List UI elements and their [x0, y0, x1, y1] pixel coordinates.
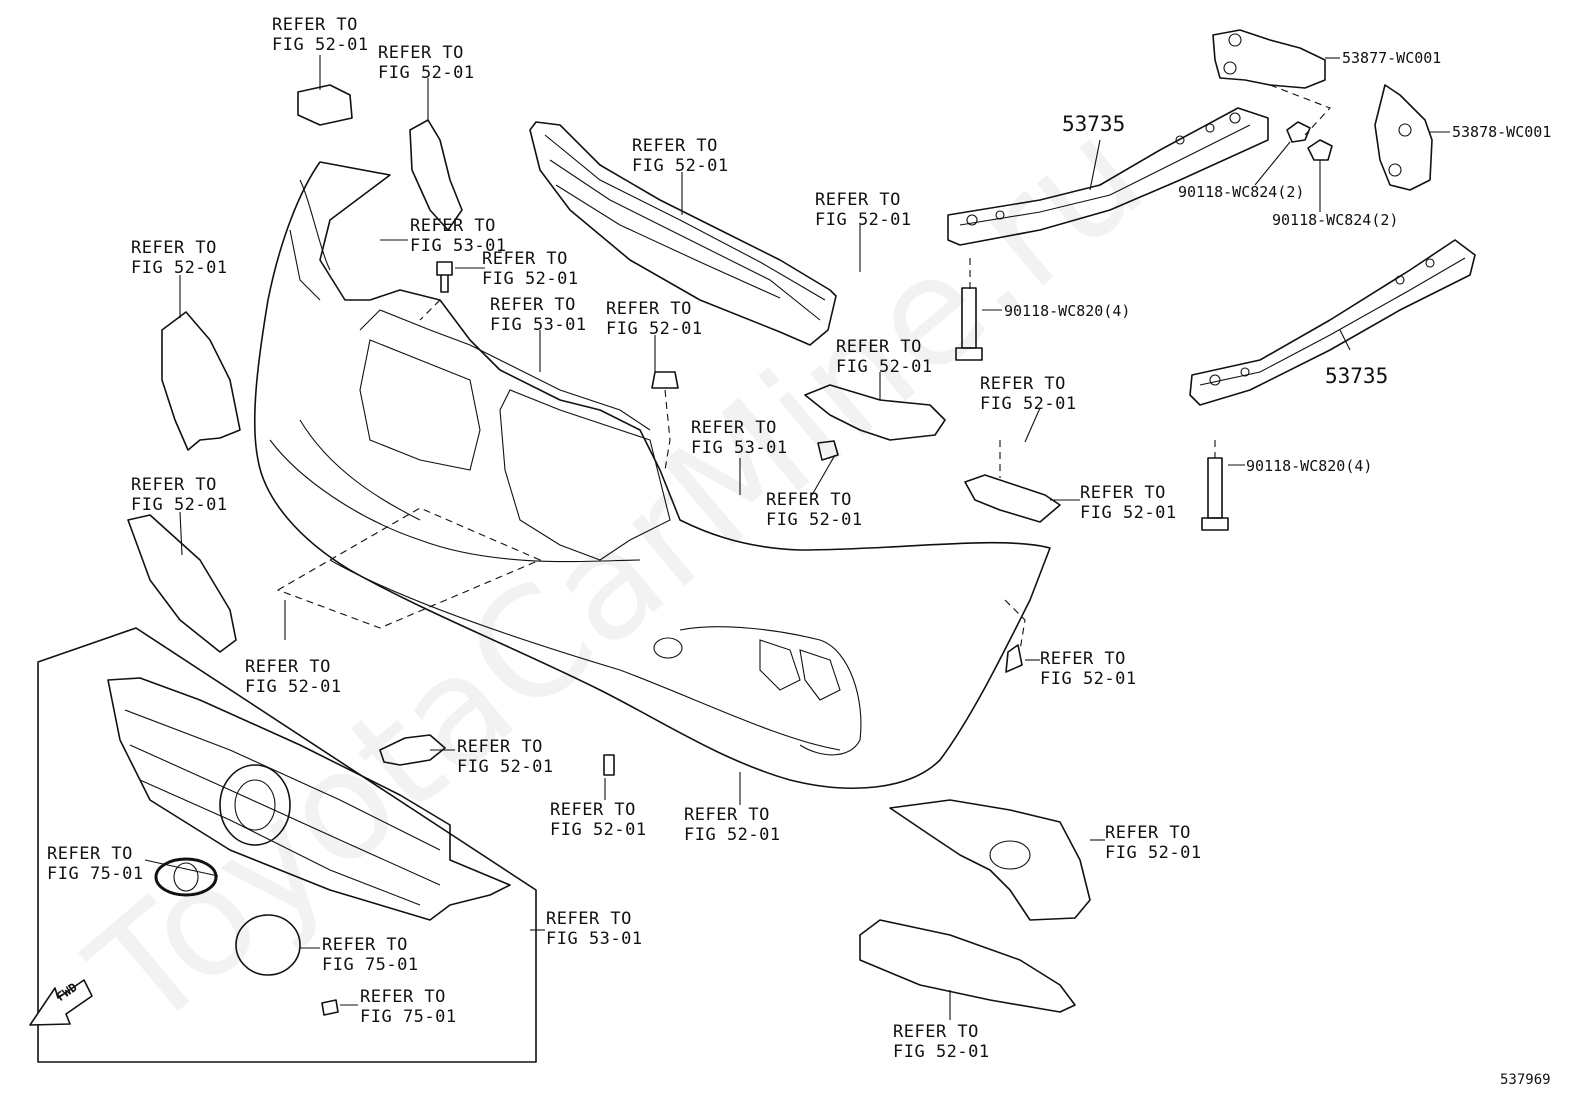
- left-retainer: [161, 311, 241, 451]
- bolt-short-2: [1307, 139, 1333, 161]
- toyota-emblem: [154, 857, 218, 897]
- pn-bracket-left: 53877-WC001: [1342, 49, 1442, 67]
- pn-bolt-a: 90118-WC824(2): [1178, 183, 1305, 201]
- bracket-53878: [1374, 84, 1433, 191]
- bumper-cap: [379, 734, 446, 766]
- bolt-long-lower: [1201, 457, 1229, 531]
- pn-bracket-right: 53878-WC001: [1452, 123, 1552, 141]
- small-screw: [603, 754, 615, 776]
- diagram-id: 537969: [1500, 1072, 1551, 1088]
- pin-clip: [1005, 644, 1023, 673]
- fog-lamp-cover: [889, 799, 1091, 921]
- bracket-53877: [1212, 29, 1326, 89]
- top-clip: [297, 84, 353, 126]
- clip-center: [651, 371, 679, 389]
- radiator-grille: [107, 677, 511, 921]
- front-bumper-cover: [253, 161, 1051, 789]
- right-retainer: [964, 474, 1061, 523]
- pn-bolt-c: 90118-WC820(4): [1004, 302, 1131, 320]
- side-bracket-upper: [409, 119, 463, 231]
- bolt-short-1: [1286, 121, 1311, 143]
- reinforcement-lower: [1189, 239, 1476, 406]
- emblem-screw: [321, 999, 339, 1016]
- pn-support-lower: 53735: [1325, 364, 1389, 388]
- pn-support-upper: 53735: [1062, 112, 1126, 136]
- bolt-long-upper: [955, 287, 983, 361]
- upper-grille: [529, 121, 837, 346]
- lower-grille: [859, 919, 1076, 1013]
- pn-bolt-d: 90118-WC820(4): [1246, 457, 1373, 475]
- bolt-mid: [817, 440, 839, 461]
- reinforcement-upper: [947, 107, 1269, 246]
- bolt-center: [436, 261, 453, 293]
- pn-bolt-b: 90118-WC824(2): [1272, 211, 1399, 229]
- fwd-arrow-icon: [29, 979, 93, 1026]
- grille-inset-frame: [37, 627, 537, 1063]
- center-bracket: [804, 384, 946, 441]
- emblem-plate: [235, 914, 301, 976]
- left-lower-retainer: [127, 514, 237, 653]
